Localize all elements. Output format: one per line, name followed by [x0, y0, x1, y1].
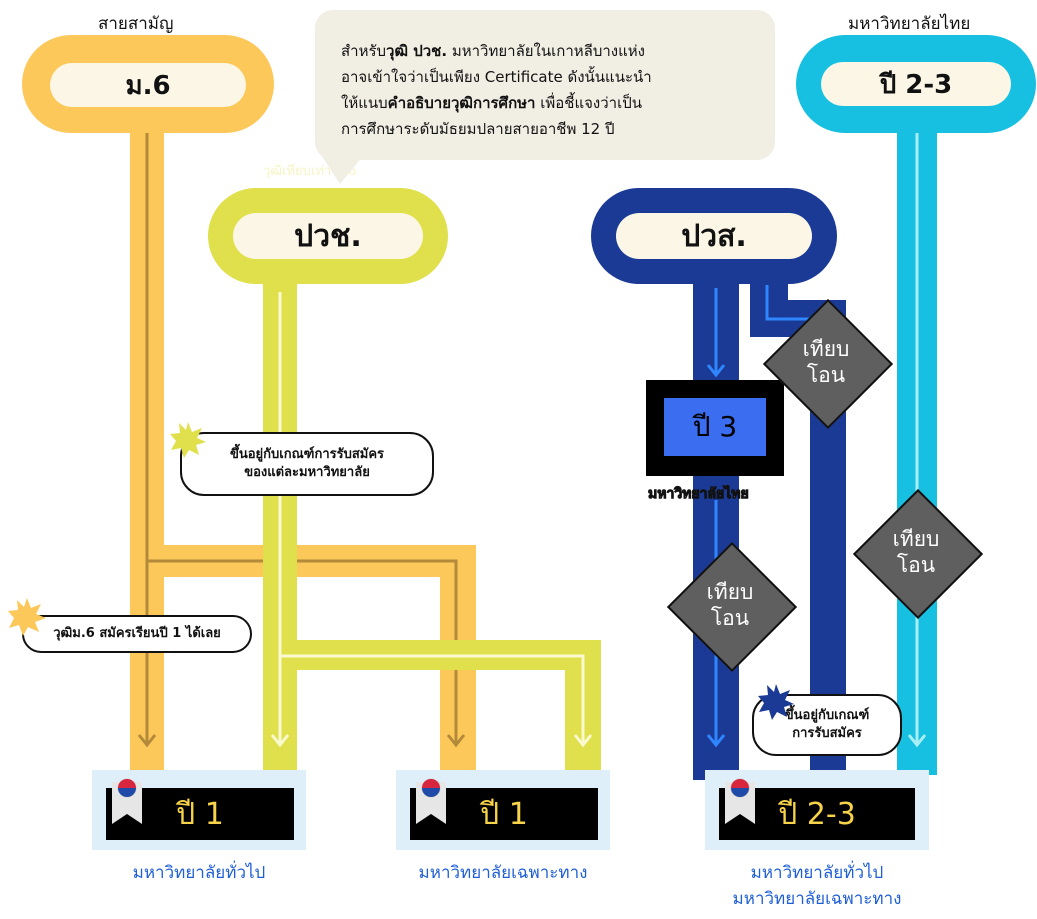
- yellow-star-icon: [170, 422, 206, 458]
- destination-footer-transfer: มหาวิทยาลัยทั่วไป มหาวิทยาลัยเฉพาะทาง: [705, 860, 929, 912]
- orange-track: [130, 95, 476, 775]
- destination-label: ปี 1: [106, 788, 294, 840]
- note-line3-post: เพื่อชี้แจงว่าเป็น: [535, 94, 642, 112]
- transfer-diamond-right: เทียบโอน: [852, 488, 984, 620]
- note-line3-bold: คำอธิบายวุฒิการศึกษา: [387, 94, 536, 112]
- pvc-note-callout: สำหรับวุฒิ ปวช. มหาวิทยาลัยในเกาหลีบางแห…: [315, 10, 775, 160]
- year3-box: ปี 3: [646, 380, 784, 476]
- transfer-line1: เทียบ: [892, 527, 940, 551]
- year3-label: ปี 3: [664, 398, 766, 456]
- transfer-line1: เทียบ: [802, 337, 850, 361]
- cyan-track: [897, 95, 937, 775]
- korea-flag-bookmark-icon: [725, 778, 755, 824]
- general-track-caption: สายสามัญ: [98, 14, 174, 34]
- navy-star-icon: [758, 684, 794, 720]
- lime-track: [263, 280, 601, 775]
- note-line1-bold: วุฒิ ปวช.: [386, 42, 448, 60]
- transfer-line2: โอน: [806, 363, 846, 387]
- criteria-line2: การรับสมัคร: [792, 726, 862, 741]
- note-line-4: การศึกษาระดับมัธยมปลายสายอาชีพ 12 ปี: [341, 120, 615, 138]
- destination-footer-general: มหาวิทยาลัยทั่วไป: [92, 860, 306, 886]
- footer-line1: มหาวิทยาลัยทั่วไป: [750, 863, 884, 883]
- year3-caption: มหาวิทยาลัยไทย: [648, 486, 750, 503]
- criteria-bubble: ขึ้นอยู่กับเกณฑ์ การรับสมัคร: [752, 694, 902, 756]
- transfer-line1: เทียบ: [706, 580, 754, 604]
- destination-card-specialized: ปี 1: [396, 770, 610, 850]
- pvs-node: ปวส.: [591, 188, 837, 284]
- thai-university-caption: มหาวิทยาลัยไทย: [848, 14, 971, 34]
- footer-line2: มหาวิทยาลัยเฉพาะทาง: [732, 889, 902, 909]
- note-line-3: ให้แนบคำอธิบายวุฒิการศึกษา เพื่อชี้แจงว่…: [341, 90, 652, 116]
- footer-line1: มหาวิทยาลัยทั่วไป: [132, 863, 266, 883]
- korea-flag-bookmark-icon: [416, 778, 446, 824]
- transfer-label: เทียบโอน: [764, 336, 888, 388]
- note-line-2: อาจเข้าใจว่าเป็นเพียง Certificate ดังนั้…: [341, 68, 652, 86]
- pvc-node-label: ปวช.: [233, 213, 423, 259]
- transfer-label: เทียบโอน: [668, 579, 792, 631]
- korea-flag-bookmark-icon: [112, 778, 142, 824]
- destination-footer-specialized: มหาวิทยาลัยเฉพาะทาง: [396, 860, 610, 886]
- transfer-line2: โอน: [896, 553, 936, 577]
- orange-star-icon: [8, 598, 46, 636]
- m6-apply-bubble: วุฒิม.6 สมัครเรียนปี 1 ได้เลย: [22, 615, 252, 653]
- criteria-each-university-bubble: ขึ้นอยู่กับเกณฑ์การรับสมัคร ของแต่ละมหาว…: [180, 432, 434, 496]
- m6-node: ม.6: [22, 35, 274, 133]
- note-line-1: สำหรับวุฒิ ปวช. มหาวิทยาลัยในเกาหลีบางแห…: [341, 38, 652, 64]
- transfer-label: เทียบโอน: [854, 526, 978, 578]
- note-line1-post: มหาวิทยาลัยในเกาหลีบางแห่ง: [447, 42, 645, 60]
- footer-line1: มหาวิทยาลัยเฉพาะทาง: [418, 863, 588, 883]
- pvc-note-text: สำหรับวุฒิ ปวช. มหาวิทยาลัยในเกาหลีบางแห…: [341, 38, 652, 142]
- thai-uni-year-node: ปี 2-3: [796, 35, 1036, 133]
- m6-node-label: ม.6: [50, 63, 246, 107]
- note-line3-pre: ให้แนบ: [341, 94, 388, 112]
- note-line1-pre: สำหรับ: [341, 42, 387, 60]
- transfer-diamond-lower: เทียบโอน: [666, 541, 798, 673]
- destination-card-general: ปี 1: [92, 770, 306, 850]
- pvs-node-label: ปวส.: [616, 213, 812, 259]
- pvc-node: ปวช.: [208, 188, 448, 284]
- transfer-line2: โอน: [710, 606, 750, 630]
- criteria-each-uni-line1: ขึ้นอยู่กับเกณฑ์การรับสมัคร: [229, 447, 385, 462]
- transfer-diamond-upper: เทียบโอน: [762, 298, 894, 430]
- criteria-each-uni-line2: ของแต่ละมหาวิทยาลัย: [244, 465, 370, 480]
- thai-uni-year-label: ปี 2-3: [821, 62, 1011, 106]
- criteria-line1: ขึ้นอยู่กับเกณฑ์: [784, 708, 870, 723]
- destination-card-transfer: ปี 2-3: [705, 770, 929, 850]
